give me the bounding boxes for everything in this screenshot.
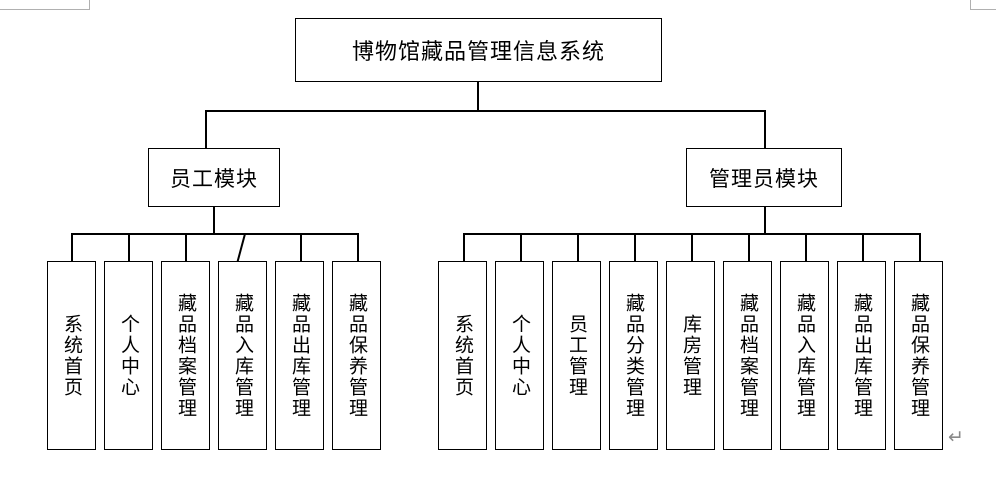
node-leaf-employee-3[interactable]: 藏品档案管理 bbox=[161, 261, 210, 450]
connector-admin-leaf-drop-1 bbox=[463, 233, 465, 261]
node-leaf-admin-5-label: 库房管理 bbox=[680, 313, 701, 398]
node-leaf-employee-5[interactable]: 藏品出库管理 bbox=[275, 261, 324, 450]
node-leaf-employee-3-label: 藏品档案管理 bbox=[175, 292, 196, 419]
connector-employee-leaf-drop-1 bbox=[71, 233, 73, 261]
node-leaf-admin-2-label: 个人中心 bbox=[509, 313, 530, 398]
connector-admin-leaf-drop-7 bbox=[805, 233, 807, 261]
connector-root-stem bbox=[477, 82, 479, 111]
node-leaf-admin-7-label: 藏品入库管理 bbox=[794, 292, 815, 419]
node-leaf-admin-2[interactable]: 个人中心 bbox=[495, 261, 544, 450]
connector-drop-admin-module bbox=[764, 110, 766, 149]
connector-employee-leaf-drop-2 bbox=[128, 233, 130, 261]
node-leaf-admin-8-label: 藏品出库管理 bbox=[851, 292, 872, 419]
node-leaf-employee-4[interactable]: 藏品入库管理 bbox=[218, 261, 267, 450]
connector-employee-leaf-bus bbox=[71, 233, 358, 235]
connector-drop-employee-module bbox=[205, 110, 207, 149]
connector-admin-leaf-drop-6 bbox=[748, 233, 750, 261]
node-leaf-admin-6-label: 藏品档案管理 bbox=[737, 292, 758, 419]
connector-admin-leaf-drop-5 bbox=[691, 233, 693, 261]
node-leaf-admin-3[interactable]: 员工管理 bbox=[552, 261, 601, 450]
node-leaf-employee-4-label: 藏品入库管理 bbox=[232, 292, 253, 419]
node-leaf-employee-2[interactable]: 个人中心 bbox=[104, 261, 153, 450]
node-leaf-admin-4-label: 藏品分类管理 bbox=[623, 292, 644, 419]
node-leaf-employee-2-label: 个人中心 bbox=[118, 313, 139, 398]
page-margin-mark-top-right bbox=[970, 0, 996, 10]
node-leaf-employee-1-label: 系统首页 bbox=[61, 313, 82, 398]
node-leaf-admin-9[interactable]: 藏品保养管理 bbox=[894, 261, 943, 450]
connector-level1-bus bbox=[205, 110, 765, 112]
connector-employee-leaf-drop-4-slanted bbox=[236, 233, 246, 263]
node-leaf-admin-5[interactable]: 库房管理 bbox=[666, 261, 715, 450]
node-module-employee[interactable]: 员工模块 bbox=[148, 148, 280, 207]
node-leaf-admin-8[interactable]: 藏品出库管理 bbox=[837, 261, 886, 450]
node-leaf-admin-7[interactable]: 藏品入库管理 bbox=[780, 261, 829, 450]
page-margin-mark-top-left bbox=[0, 0, 90, 10]
node-root[interactable]: 博物馆藏品管理信息系统 bbox=[295, 18, 662, 82]
node-module-admin[interactable]: 管理员模块 bbox=[686, 148, 842, 207]
connector-employee-leaf-drop-5 bbox=[300, 233, 302, 261]
connector-employee-leaf-drop-3 bbox=[185, 233, 187, 261]
node-leaf-admin-1[interactable]: 系统首页 bbox=[438, 261, 487, 450]
node-leaf-employee-1[interactable]: 系统首页 bbox=[47, 261, 96, 450]
node-leaf-admin-6[interactable]: 藏品档案管理 bbox=[723, 261, 772, 450]
node-leaf-employee-5-label: 藏品出库管理 bbox=[289, 292, 310, 419]
node-leaf-admin-4[interactable]: 藏品分类管理 bbox=[609, 261, 658, 450]
connector-admin-leaf-drop-4 bbox=[634, 233, 636, 261]
connector-admin-leaf-drop-2 bbox=[520, 233, 522, 261]
node-leaf-employee-6-label: 藏品保养管理 bbox=[346, 292, 367, 419]
connector-admin-leaf-drop-9 bbox=[919, 233, 921, 261]
node-leaf-admin-9-label: 藏品保养管理 bbox=[908, 292, 929, 419]
connector-admin-leaf-drop-8 bbox=[862, 233, 864, 261]
node-leaf-admin-3-label: 员工管理 bbox=[566, 313, 587, 398]
connector-employee-leaf-drop-6 bbox=[357, 233, 359, 261]
connector-admin-stem bbox=[764, 207, 766, 234]
node-leaf-admin-1-label: 系统首页 bbox=[452, 313, 473, 398]
connector-admin-leaf-drop-3 bbox=[577, 233, 579, 261]
node-leaf-employee-6[interactable]: 藏品保养管理 bbox=[332, 261, 381, 450]
paragraph-return-mark: ↵ bbox=[948, 426, 964, 448]
connector-employee-stem bbox=[213, 207, 215, 234]
